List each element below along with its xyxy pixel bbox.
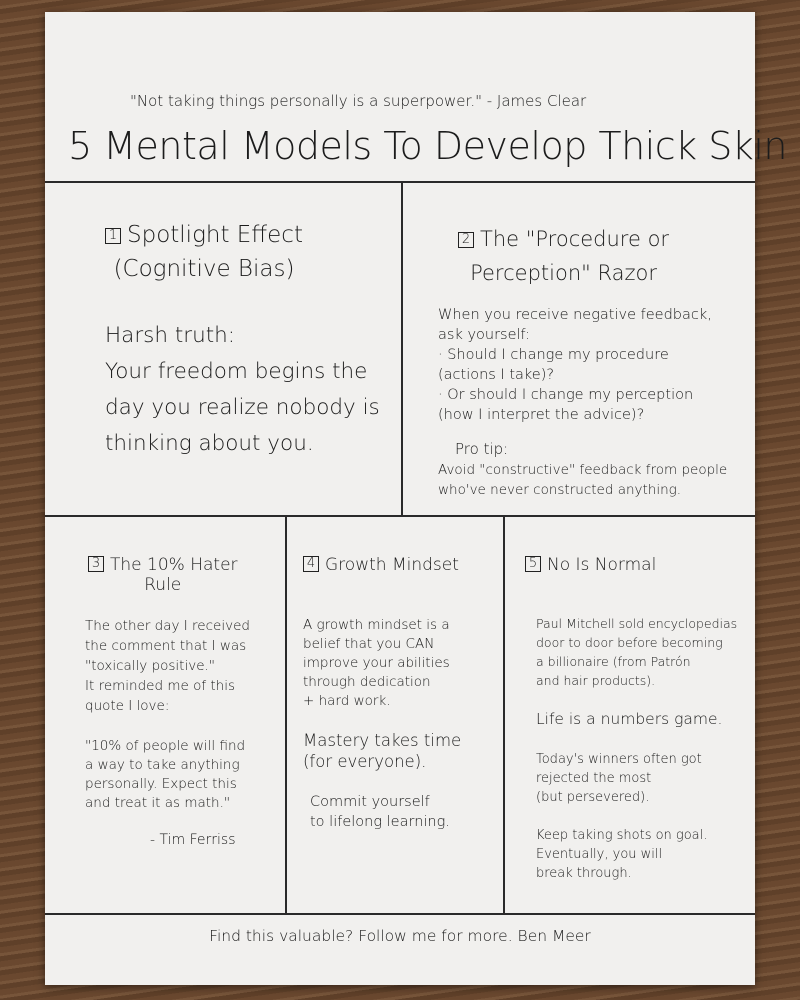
page-title: 5 Mental Models To Develop Thick Skin	[68, 124, 788, 168]
header-quote: "Not taking things personally is a super…	[130, 92, 587, 110]
model-3-attribution: - Tim Ferriss	[150, 832, 236, 848]
divider-footer	[45, 913, 755, 915]
model-4-body: A growth mindset is a belief that you CA…	[303, 617, 450, 709]
model-1-body: Harsh truth: Your freedom begins the day…	[105, 323, 380, 456]
divider-bottom-right	[503, 516, 505, 914]
model-4-title: 4 Growth Mindset	[303, 555, 459, 575]
number-box: 3	[88, 556, 104, 572]
number-box: 4	[303, 556, 319, 572]
divider-bottom-left	[285, 516, 287, 914]
model-3-title-text: The 10% Hater Rule	[110, 555, 238, 595]
model-5-body: Paul Mitchell sold encyclopedias door to…	[536, 616, 738, 688]
number-box: 2	[458, 232, 474, 248]
divider-header	[45, 181, 755, 183]
model-1-title-text: Spotlight Effect (Cognitive Bias)	[113, 222, 303, 282]
model-2-title-text: The "Procedure or Perception" Razor	[470, 227, 670, 285]
paper-sheet	[45, 12, 755, 985]
model-5-title-text: No Is Normal	[547, 555, 657, 575]
model-5-title: 5 No Is Normal	[525, 555, 656, 575]
model-4-highlight: Mastery takes time (for everyone).	[303, 731, 462, 771]
model-2-tip-label: Pro tip:	[455, 440, 509, 458]
model-5-highlight: Life is a numbers game.	[536, 710, 723, 728]
model-5-middle: Today's winners often got rejected the m…	[536, 752, 702, 805]
model-4-title-text: Growth Mindset	[325, 555, 459, 575]
divider-middle	[45, 515, 755, 517]
model-3-body: The other day I received the comment tha…	[85, 618, 250, 714]
model-2-body: When you receive negative feedback, ask …	[438, 307, 712, 423]
model-3-quote: "10% of people will find a way to take a…	[85, 738, 246, 811]
number-box: 1	[105, 228, 121, 244]
footer-cta: Find this valuable? Follow me for more. …	[209, 927, 591, 945]
number-box: 5	[525, 556, 541, 572]
model-5-closing: Keep taking shots on goal. Eventually, y…	[536, 828, 708, 881]
model-4-closing: Commit yourself to lifelong learning.	[310, 794, 450, 830]
model-2-tip: Avoid "constructive" feedback from peopl…	[438, 462, 728, 498]
divider-top-vertical	[401, 182, 403, 516]
model-3-title: 3 The 10% Hater Rule	[88, 555, 238, 595]
